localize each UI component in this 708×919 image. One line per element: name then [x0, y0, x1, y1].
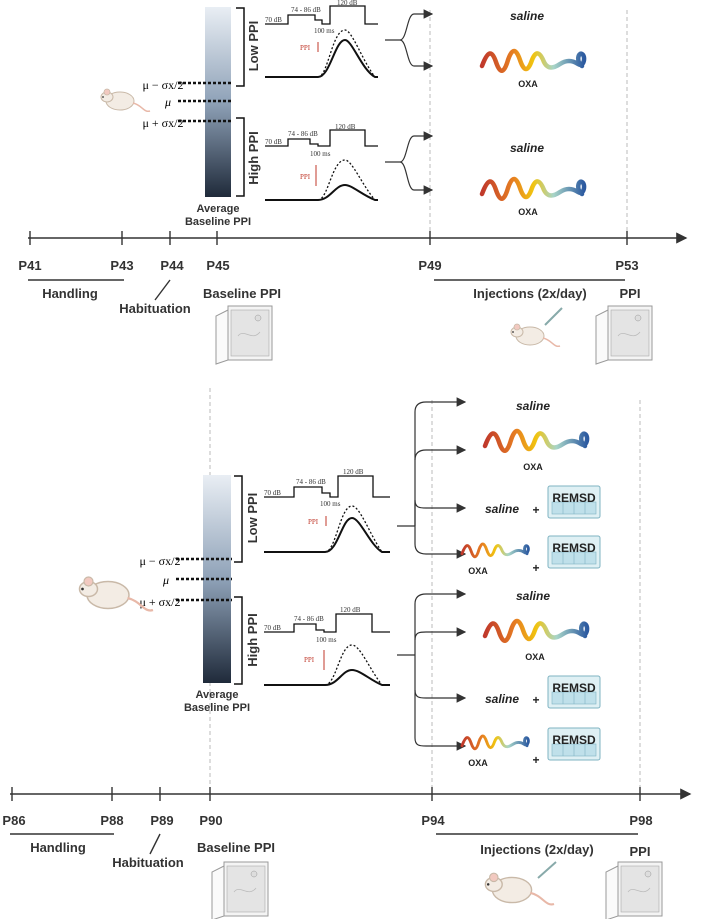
- saline-label-2: saline: [510, 141, 544, 155]
- injections-label-2: Injections (2x/day): [480, 842, 593, 857]
- oxa-helix-icon: [482, 51, 584, 71]
- handling-label-2: Handling: [30, 840, 86, 855]
- db120-label-2h: 120 dB: [340, 606, 361, 614]
- oxa-helix-icon: [482, 179, 584, 199]
- tick-label: P49: [418, 258, 441, 273]
- ppi-mark-high: PPI: [300, 173, 311, 181]
- mu-plus-label: μ + σx/2: [142, 116, 183, 130]
- ms100-label-2h: 100 ms: [316, 636, 337, 644]
- baseline-label: Baseline PPI: [203, 286, 281, 301]
- ppi-label: PPI: [620, 286, 641, 301]
- tick-label: P88: [100, 813, 123, 828]
- low-ppi-waveform: 70 dB 74 - 86 dB 120 dB 100 ms PPI: [265, 0, 378, 78]
- saline-label-2b: saline: [485, 502, 519, 516]
- db120-label-high: 120 dB: [335, 123, 356, 131]
- saline-label-2d: saline: [485, 692, 519, 706]
- high-ppi-waveform-2: 70 dB 74 - 86 dB 120 dB 100 ms PPI: [264, 606, 390, 686]
- plus-label: +: [532, 503, 539, 517]
- tick-label: P41: [18, 258, 41, 273]
- remsd-label-b: REMSD: [552, 541, 596, 555]
- mu-plus-label-2: μ + σx/2: [139, 595, 180, 609]
- db70-label-high: 70 dB: [265, 138, 282, 146]
- average-label-1: Average: [196, 203, 239, 215]
- mu-label: μ: [164, 95, 171, 109]
- high-ppi-label-2: High PPI: [245, 613, 260, 666]
- oxa-helix-icon: [460, 542, 530, 559]
- mu-minus-label: μ − σx/2: [142, 78, 183, 92]
- low-ppi-label-2: Low PPI: [245, 493, 260, 544]
- high-bracket: [236, 117, 245, 197]
- tick-label: P44: [160, 258, 184, 273]
- saline-label-2a: saline: [516, 399, 550, 413]
- mu-minus-label-2: μ − σx/2: [139, 554, 180, 568]
- tick-label: P45: [206, 258, 229, 273]
- rat-icon: [78, 575, 155, 612]
- db70-label-2: 70 dB: [264, 489, 281, 497]
- db7486-label-2: 74 - 86 dB: [296, 478, 326, 486]
- ppi-mark-low: PPI: [300, 44, 311, 52]
- ppi-mark-high-2: PPI: [304, 656, 315, 664]
- plus-label: +: [532, 561, 539, 575]
- plus-label: +: [532, 693, 539, 707]
- mouse-injection-icon: [510, 323, 561, 348]
- low-bracket: [236, 7, 245, 87]
- panel-1: μ − σx/2 μ μ + σx/2 Average Baseline PPI…: [18, 0, 688, 365]
- saline-label-1: saline: [510, 9, 544, 23]
- tick-label: P43: [110, 258, 133, 273]
- startle-chamber-icon: [215, 305, 273, 365]
- oxa-label-2b: OXA: [468, 566, 488, 576]
- ppi-mark-low-2: PPI: [308, 518, 319, 526]
- db7486-label-2h: 74 - 86 dB: [294, 615, 324, 623]
- handling-label: Handling: [42, 286, 98, 301]
- habituation-label: Habituation: [119, 301, 191, 316]
- tick-label: P94: [421, 813, 445, 828]
- plus-label: +: [532, 753, 539, 767]
- ppi-label-2: PPI: [630, 844, 651, 859]
- oxa-label-1: OXA: [518, 79, 538, 89]
- db7486-label-high: 74 - 86 dB: [288, 130, 318, 138]
- saline-label-2c: saline: [516, 589, 550, 603]
- db70-label: 70 dB: [265, 16, 282, 24]
- oxa-label-2d: OXA: [468, 758, 488, 768]
- remsd-label-d: REMSD: [552, 733, 596, 747]
- injections-label: Injections (2x/day): [473, 286, 586, 301]
- low-ppi-label: Low PPI: [246, 21, 261, 72]
- oxa-helix-icon: [460, 734, 530, 751]
- mouse-icon: [100, 88, 151, 113]
- startle-chamber-icon: [605, 861, 663, 919]
- db120-label: 120 dB: [337, 0, 358, 7]
- baseline-label-2: Baseline PPI: [197, 840, 275, 855]
- oxa-label-2c: OXA: [525, 652, 545, 662]
- ms100-label-2: 100 ms: [320, 500, 341, 508]
- tick-label: P53: [615, 258, 638, 273]
- tick-label: P98: [629, 813, 652, 828]
- db7486-label: 74 - 86 dB: [291, 6, 321, 14]
- remsd-label-a: REMSD: [552, 491, 596, 505]
- oxa-label-2a: OXA: [523, 462, 543, 472]
- oxa-helix-icon: [485, 431, 587, 451]
- tick-label: P86: [2, 813, 25, 828]
- mu-label-2: μ: [162, 573, 169, 587]
- ms100-label: 100 ms: [314, 27, 335, 35]
- high-ppi-waveform: 70 dB 74 - 86 dB 120 dB 100 ms PPI: [265, 123, 378, 201]
- average-label-2: Baseline PPI: [185, 216, 251, 228]
- average-label-2b: Baseline PPI: [184, 702, 250, 714]
- high-ppi-label: High PPI: [246, 131, 261, 184]
- panel-2: μ − σx/2 μ μ + σx/2 Average Baseline PPI…: [2, 388, 692, 919]
- habituation-label-2: Habituation: [112, 855, 184, 870]
- tick-label: P90: [199, 813, 222, 828]
- startle-chamber-icon: [211, 861, 269, 919]
- remsd-label-c: REMSD: [552, 681, 596, 695]
- tick-label: P89: [150, 813, 173, 828]
- startle-chamber-icon: [595, 305, 653, 365]
- rat-injection-icon: [484, 872, 556, 906]
- db70-label-2h: 70 dB: [264, 624, 281, 632]
- oxa-helix-icon: [485, 621, 587, 641]
- ms100-label-high: 100 ms: [310, 150, 331, 158]
- db120-label-2: 120 dB: [343, 468, 364, 476]
- oxa-label-2: OXA: [518, 207, 538, 217]
- average-label-2a: Average: [195, 689, 238, 701]
- low-ppi-waveform-2: 70 dB 74 - 86 dB 120 dB 100 ms PPI: [264, 468, 390, 553]
